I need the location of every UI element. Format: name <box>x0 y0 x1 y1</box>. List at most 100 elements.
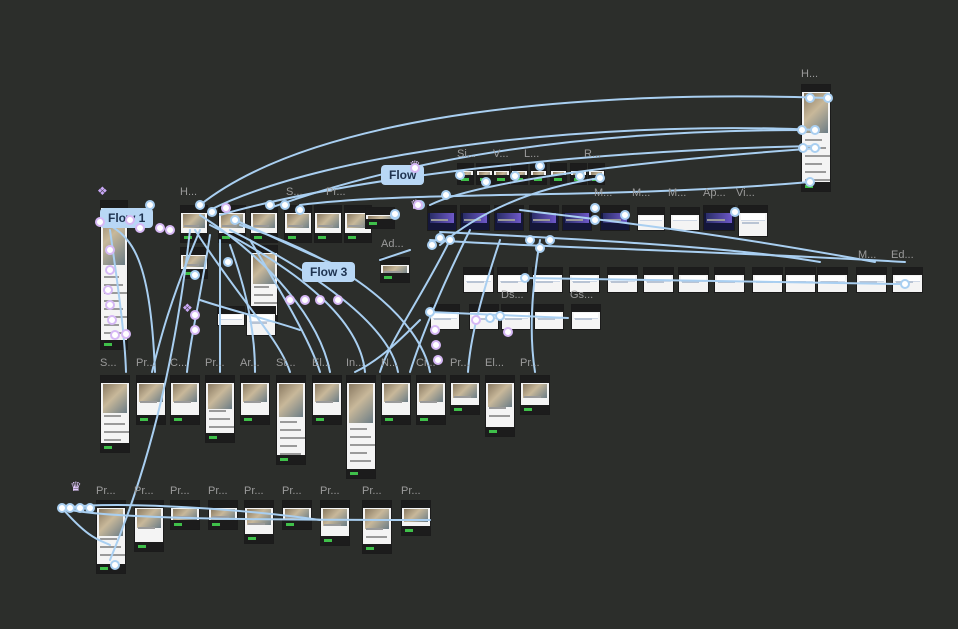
connector-endpoint-icon[interactable] <box>195 200 205 210</box>
frame-label[interactable]: Pr... <box>450 357 470 369</box>
connector-endpoint-icon[interactable] <box>798 143 808 153</box>
connector-endpoint-icon[interactable] <box>730 207 740 217</box>
frame-label[interactable]: Gs... <box>570 289 594 301</box>
frame-label[interactable]: Ci... <box>416 357 436 369</box>
frame-label[interactable]: S... <box>286 186 303 198</box>
frame-thumbnail[interactable] <box>346 375 376 479</box>
frame-label[interactable]: Pr... <box>96 485 116 497</box>
frame-thumbnail[interactable] <box>714 267 745 293</box>
frame-thumbnail[interactable] <box>170 375 200 425</box>
connector-endpoint-icon[interactable] <box>520 273 530 283</box>
flow-start-point-icon[interactable] <box>410 163 420 173</box>
flow-start-point-icon[interactable] <box>103 285 113 295</box>
crown-icon[interactable]: ♛ <box>70 479 82 494</box>
connector-endpoint-icon[interactable] <box>435 233 445 243</box>
connector-endpoint-icon[interactable] <box>810 125 820 135</box>
frame-thumbnail[interactable] <box>205 375 235 443</box>
connector-endpoint-icon[interactable] <box>230 215 240 225</box>
frame-thumbnail[interactable] <box>314 205 342 243</box>
frame-label[interactable]: M... <box>594 187 613 199</box>
frame-thumbnail[interactable] <box>532 267 563 293</box>
connector-endpoint-icon[interactable] <box>595 173 605 183</box>
frame-thumbnail[interactable] <box>240 375 270 425</box>
connector-endpoint-icon[interactable] <box>535 243 545 253</box>
connector-endpoint-icon[interactable] <box>495 311 505 321</box>
frame-label[interactable]: Vi... <box>736 187 755 199</box>
flow-start-point-icon[interactable] <box>413 200 423 210</box>
frame-label[interactable]: In... <box>346 357 365 369</box>
frame-label[interactable]: H... <box>180 186 198 198</box>
flow-start-point-icon[interactable] <box>333 295 343 305</box>
connector-endpoint-icon[interactable] <box>620 210 630 220</box>
flow-start-point-icon[interactable] <box>431 340 441 350</box>
connector-endpoint-icon[interactable] <box>900 279 910 289</box>
frame-thumbnail[interactable] <box>416 375 446 425</box>
frame-label[interactable]: Pr... <box>401 485 421 497</box>
flow-start-point-icon[interactable] <box>471 315 481 325</box>
flow-start-point-icon[interactable] <box>125 215 135 225</box>
frame-label[interactable]: Pr... <box>362 485 382 497</box>
connector-endpoint-icon[interactable] <box>280 200 290 210</box>
flow-start-point-icon[interactable] <box>105 300 115 310</box>
connector-endpoint-icon[interactable] <box>590 203 600 213</box>
frame-label[interactable]: Ad... <box>381 238 404 250</box>
connector-endpoint-icon[interactable] <box>265 200 275 210</box>
connector-endpoint-icon[interactable] <box>575 171 585 181</box>
frame-label[interactable]: Ap... <box>703 187 726 199</box>
frame-thumbnail[interactable] <box>600 205 630 231</box>
frame-thumbnail[interactable] <box>450 375 480 415</box>
connector-endpoint-icon[interactable] <box>65 503 75 513</box>
frame-label[interactable]: Pr... <box>520 357 540 369</box>
connector-endpoint-icon[interactable] <box>85 503 95 513</box>
frame-thumbnail[interactable] <box>380 257 410 283</box>
connector-endpoint-icon[interactable] <box>805 177 815 187</box>
frame-label[interactable]: S... <box>100 357 117 369</box>
connector-endpoint-icon[interactable] <box>390 209 400 219</box>
frame-label[interactable]: El... <box>485 357 504 369</box>
frame-label[interactable]: Pr... <box>320 485 340 497</box>
connector-endpoint-icon[interactable] <box>805 93 815 103</box>
flow-start-point-icon[interactable] <box>105 265 115 275</box>
connector-endpoint-icon[interactable] <box>797 125 807 135</box>
connector-endpoint-icon[interactable] <box>481 177 491 187</box>
flow-start-point-icon[interactable] <box>315 295 325 305</box>
connector-endpoint-icon[interactable] <box>110 560 120 570</box>
frame-thumbnail[interactable] <box>276 375 306 465</box>
connector-endpoint-icon[interactable] <box>510 171 520 181</box>
frame-label[interactable]: St... <box>276 357 296 369</box>
flow-start-point-icon[interactable] <box>190 325 200 335</box>
frame-thumbnail[interactable] <box>703 205 735 231</box>
flow-start-point-icon[interactable] <box>190 310 200 320</box>
frame-thumbnail[interactable] <box>427 205 457 231</box>
frame-label[interactable]: N... <box>381 357 399 369</box>
frame-thumbnail[interactable] <box>381 375 411 425</box>
connector-endpoint-icon[interactable] <box>145 200 155 210</box>
frame-label-home[interactable]: H... <box>801 68 819 80</box>
frame-thumbnail[interactable] <box>401 500 431 536</box>
flow-start-point-icon[interactable] <box>107 315 117 325</box>
frame-label[interactable]: R... <box>584 148 602 160</box>
frame-thumbnail[interactable] <box>670 207 700 231</box>
connector-endpoint-icon[interactable] <box>223 257 233 267</box>
flow-start-point-icon[interactable] <box>155 223 165 233</box>
frame-label[interactable]: Pr... <box>244 485 264 497</box>
frame-label[interactable]: Ds... <box>501 289 524 301</box>
connector-endpoint-icon[interactable] <box>427 240 437 250</box>
connector-endpoint-icon[interactable] <box>525 235 535 245</box>
frame-thumbnail[interactable] <box>817 267 848 293</box>
frame-thumbnail[interactable] <box>738 205 768 237</box>
connector-endpoint-icon[interactable] <box>545 235 555 245</box>
frame-label[interactable]: V... <box>493 148 509 160</box>
frame-label[interactable]: Pr... <box>170 485 190 497</box>
frame-label[interactable]: M... <box>668 187 687 199</box>
frame-thumbnail[interactable] <box>529 205 559 231</box>
frame-label[interactable]: M... <box>858 249 877 261</box>
flow-start-point-icon[interactable] <box>135 223 145 233</box>
frame-label[interactable]: Ar... <box>240 357 260 369</box>
flow-start-point-icon[interactable] <box>105 245 115 255</box>
frame-label[interactable]: Pr... <box>208 485 228 497</box>
flow-start-point-icon[interactable] <box>503 327 513 337</box>
connector-endpoint-icon[interactable] <box>207 207 217 217</box>
frame-label[interactable]: Pr... <box>136 357 156 369</box>
connector-endpoint-icon[interactable] <box>485 313 495 323</box>
